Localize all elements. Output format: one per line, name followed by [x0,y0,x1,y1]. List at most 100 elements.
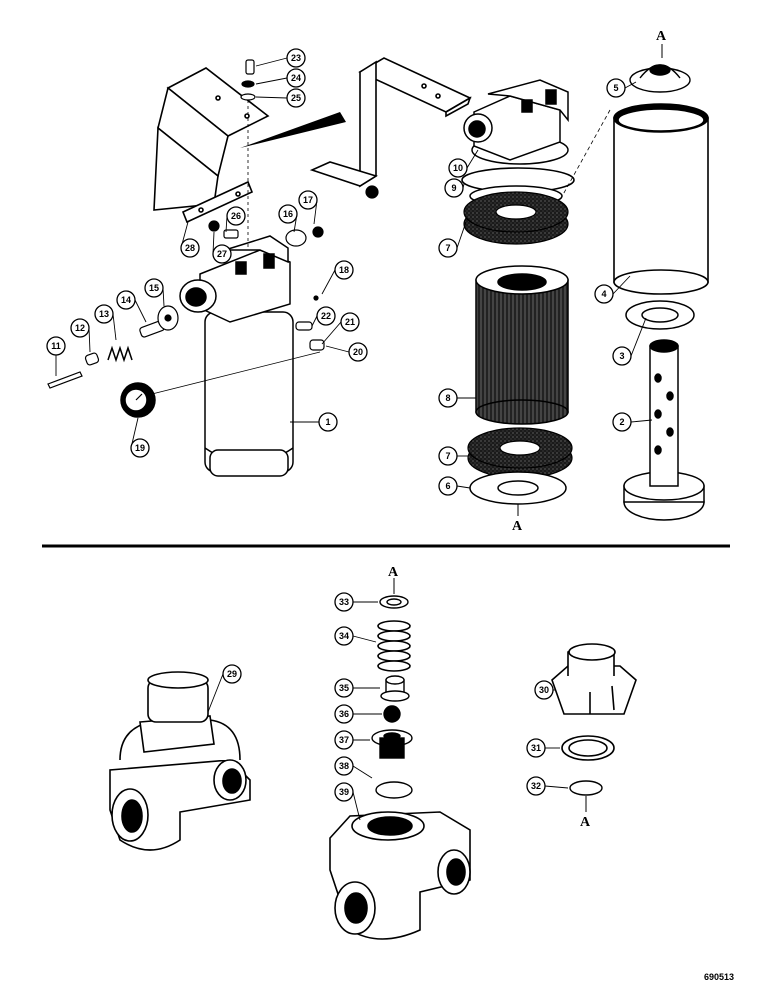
callout-number-17: 17 [303,195,313,205]
callout-number-7: 7 [445,451,450,461]
callout-39: 39 [334,782,361,821]
callout-number-5: 5 [613,83,618,93]
ring-31 [561,735,615,761]
callout-number-13: 13 [99,309,109,319]
callout-circle-12 [70,318,90,338]
valve-body-39 [329,811,471,940]
callout-circle-6 [438,476,458,496]
callout-26: 26 [225,206,246,233]
callout-circle-14 [116,290,136,310]
small-fittings-left [208,59,379,351]
callout-number-24: 24 [291,73,301,83]
callout-13: 13 [94,304,117,341]
callout-circle-38 [334,756,354,776]
callout-number-21: 21 [345,317,355,327]
callout-23: 23 [255,48,306,68]
callout-7: 7 [438,221,467,258]
spring-guide-2 [623,339,705,521]
callout-circle-15 [144,278,164,298]
callout-leader-5 [624,81,637,89]
callout-circle-17 [298,190,318,210]
callout-number-28: 28 [185,243,195,253]
callout-circle-19 [130,438,150,458]
callout-8: 8 [438,388,476,408]
callout-leader-34 [352,635,377,643]
callout-22: 22 [311,306,336,327]
section-label-3: A [388,565,399,580]
callout-circle-27 [212,244,232,264]
callout-leader-4 [612,275,631,295]
callout-leader-38 [352,765,373,779]
callout-leader-6 [456,485,471,489]
callout-circle-8 [438,388,458,408]
callout-29: 29 [207,664,242,713]
callout-circle-18 [334,260,354,280]
callout-leader-23 [255,57,288,67]
callout-20: 20 [325,342,368,362]
callout-35: 35 [334,678,380,698]
callout-7: 7 [438,446,468,466]
callout-circle-13 [94,304,114,324]
callout-circle-34 [334,626,354,646]
callout-number-20: 20 [353,347,363,357]
callout-leader-20 [325,345,350,353]
callout-34: 34 [334,626,377,646]
callout-circle-3 [612,346,632,366]
callout-33: 33 [334,592,378,612]
callout-circle-10 [448,158,468,178]
callout-number-9: 9 [451,183,456,193]
section-label-2: A [512,519,523,534]
callout-leader-2 [630,419,653,423]
callout-circle-20 [348,342,368,362]
callout-circle-22 [316,306,336,326]
callout-number-39: 39 [339,787,349,797]
callout-circle-32 [526,776,546,796]
callout-number-19: 19 [135,443,145,453]
callout-leader-12 [88,327,91,353]
gasket-lower [469,471,567,505]
callout-circle-7 [438,238,458,258]
callout-10: 10 [448,149,479,178]
callout-12: 12 [70,318,91,353]
plug-30 [551,643,637,715]
callout-27: 27 [212,231,232,264]
callout-circle-28 [180,238,200,258]
callout-number-34: 34 [339,631,349,641]
felt-washer-lower [467,427,573,479]
relief-valve-parts [47,305,179,389]
callout-leader-13 [112,313,117,341]
washer-3 [625,300,695,330]
callout-36: 36 [334,704,382,724]
callout-circle-21 [340,312,360,332]
callout-number-23: 23 [291,53,301,63]
callout-circle-39 [334,782,354,802]
callout-number-4: 4 [601,289,606,299]
callout-number-35: 35 [339,683,349,693]
callout-19: 19 [130,417,150,458]
callout-circle-31 [526,738,546,758]
callout-21: 21 [321,312,360,345]
callout-leader-24 [255,77,288,85]
callout-circle-26 [226,206,246,226]
felt-washer-upper [463,191,569,245]
filter-head-left [179,235,294,477]
callout-circle-16 [278,204,298,224]
callout-circle-35 [334,678,354,698]
callout-number-1: 1 [325,417,330,427]
bowl-4 [613,103,709,295]
callout-number-26: 26 [231,211,241,221]
callout-number-30: 30 [539,685,549,695]
callout-number-27: 27 [217,249,227,259]
callout-number-6: 6 [445,481,450,491]
callout-number-32: 32 [531,781,541,791]
callout-32: 32 [526,776,569,796]
callout-1: 1 [290,412,338,432]
callout-11: 11 [46,336,66,376]
callout-circle-33 [334,592,354,612]
callout-number-14: 14 [121,295,131,305]
callout-5: 5 [606,78,637,98]
callout-leader-14 [134,299,147,323]
callout-number-38: 38 [339,761,349,771]
